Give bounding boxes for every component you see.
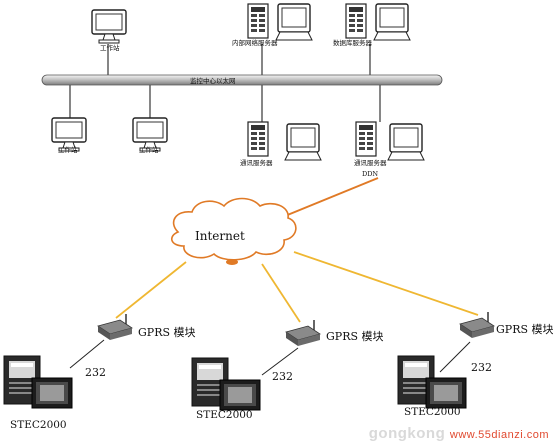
database-server-label: 数据库服务器 <box>333 38 373 47</box>
gprs-modem-1 <box>97 313 133 341</box>
internet-gateway-dot <box>226 259 238 265</box>
workstation-top <box>91 9 127 44</box>
database-server <box>345 3 411 41</box>
internet-label: Internet <box>195 229 245 243</box>
ddn-server <box>355 121 425 161</box>
gprs-link-1 <box>115 261 187 319</box>
gprs-modem-3 <box>459 311 495 339</box>
gprs-modem-2 <box>285 319 321 347</box>
stec-device-1 <box>3 355 73 409</box>
serial-link-1 <box>69 339 105 369</box>
watermark-gray: gongkong <box>368 425 446 442</box>
communication-server-label: 通讯服务器 <box>240 158 273 167</box>
watermark-red: www.55dianzi.com <box>449 429 549 441</box>
stec-device-3 <box>397 355 467 409</box>
device-label-2: STEC2000 <box>196 409 253 421</box>
ddn-label: DDN <box>362 170 378 178</box>
gprs-link-3 <box>293 251 479 316</box>
internet-cloud <box>171 197 297 261</box>
gprs-link-2 <box>261 263 301 323</box>
ethernet-backbone <box>41 74 443 86</box>
intranet-server-label: 内部网络服务器 <box>232 38 278 47</box>
gprs-label-2: GPRS 模块 <box>326 330 384 343</box>
communication-server <box>247 121 322 161</box>
backbone-label: 监控中心以太网 <box>190 76 236 85</box>
gprs-label-1: GPRS 模块 <box>138 326 196 339</box>
intranet-server <box>247 3 313 41</box>
device-label-3: STEC2000 <box>404 406 461 418</box>
gprs-label-3: GPRS 模块 <box>496 323 553 336</box>
workstation-right-label: 工作站 <box>139 145 159 154</box>
ddn-server-label: 通讯服务器 <box>354 158 387 167</box>
interface-label-2: 232 <box>272 370 293 383</box>
ddn-to-internet-line <box>284 177 379 217</box>
device-label-1: STEC2000 <box>10 419 67 431</box>
interface-label-3: 232 <box>471 361 492 374</box>
workstation-left-label: 工作站 <box>58 145 78 154</box>
serial-link-2 <box>261 347 299 376</box>
interface-label-1: 232 <box>85 366 106 379</box>
stec-device-2 <box>191 357 261 411</box>
workstation-top-label: 工作站 <box>100 43 120 52</box>
serial-link-3 <box>439 341 471 373</box>
watermark: gongkong www.55dianzi.com <box>369 425 549 442</box>
